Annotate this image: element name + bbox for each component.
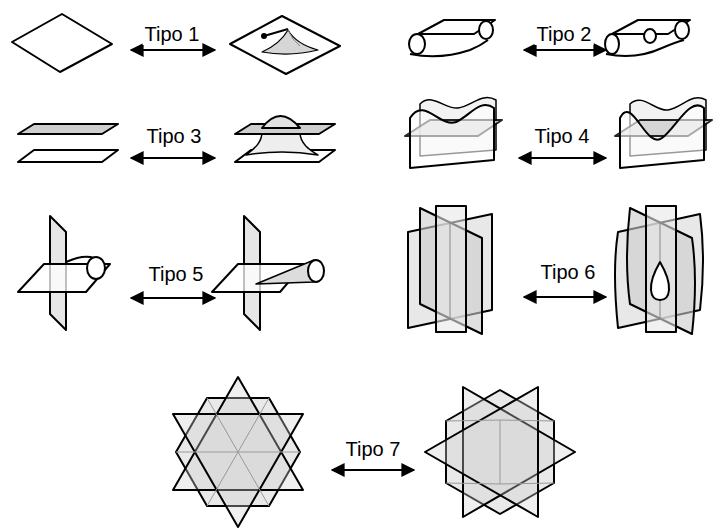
transition-label: Tipo 7 — [344, 438, 403, 460]
surface-figure — [18, 124, 118, 134]
transition-label: Tipo 5 — [147, 263, 206, 285]
transition-label: Tipo 4 — [533, 125, 592, 147]
surface-figure — [18, 116, 335, 162]
surface-figure — [18, 150, 118, 162]
polyhedral-figure — [207, 398, 238, 452]
double-arrow — [524, 296, 606, 298]
surface-figure — [605, 34, 619, 54]
polyhedral-figure — [173, 414, 303, 527]
surface-figure — [675, 21, 689, 39]
transition-label: Tipo 2 — [535, 23, 594, 45]
polyhedral-figure — [176, 452, 238, 453]
polyhedral-figure — [446, 420, 500, 421]
polyhedral-figure — [207, 452, 238, 506]
surface-figure — [408, 206, 703, 334]
polyhedral-figure — [173, 377, 575, 527]
surface-figure — [405, 98, 712, 168]
surface-figure — [262, 34, 266, 38]
surface-figure — [12, 14, 112, 72]
polyhedral-figure — [446, 483, 500, 484]
polyhedral-figure — [500, 420, 501, 484]
surface-figure — [262, 116, 300, 128]
surface-figure — [479, 21, 493, 39]
double-arrow — [131, 49, 215, 51]
surface-figure — [410, 105, 494, 168]
polyhedral-figure — [425, 387, 538, 517]
surface-figure — [436, 206, 466, 332]
double-arrow — [332, 469, 414, 471]
surface-figure — [264, 29, 288, 36]
polyhedral-figure — [238, 452, 269, 506]
surface-figure — [12, 14, 340, 74]
surface-figure — [644, 29, 656, 43]
surface-figure — [288, 30, 300, 46]
surface-figure — [308, 260, 324, 282]
surface-figure — [660, 222, 661, 262]
surface-figure — [256, 260, 314, 284]
surface-figure — [409, 34, 425, 54]
double-arrow — [131, 297, 215, 299]
transition-label: Tipo 3 — [145, 125, 204, 147]
surface-figure — [651, 262, 669, 300]
polyhedral-figure — [500, 420, 554, 421]
surface-figure — [620, 105, 704, 168]
surface-figure — [246, 132, 318, 155]
polyhedral-figure — [176, 398, 300, 506]
surface-figure — [646, 206, 676, 332]
surface-figure — [87, 257, 105, 279]
transition-label: Tipo 6 — [539, 261, 598, 283]
polyhedral-figure — [500, 483, 554, 484]
double-arrow — [131, 157, 215, 159]
double-arrow — [519, 157, 606, 159]
surface-figure — [262, 30, 318, 54]
double-arrow — [524, 49, 606, 51]
polyhedral-figure — [238, 398, 269, 452]
polyhedral-figure — [238, 452, 300, 453]
surface-figure — [409, 20, 690, 56]
surface-figure — [450, 222, 451, 320]
surface-figure — [660, 300, 661, 320]
surface-figure — [18, 216, 324, 330]
transition-label: Tipo 1 — [143, 23, 202, 45]
polyhedral-figure — [446, 420, 554, 484]
surface-figure — [230, 16, 340, 74]
